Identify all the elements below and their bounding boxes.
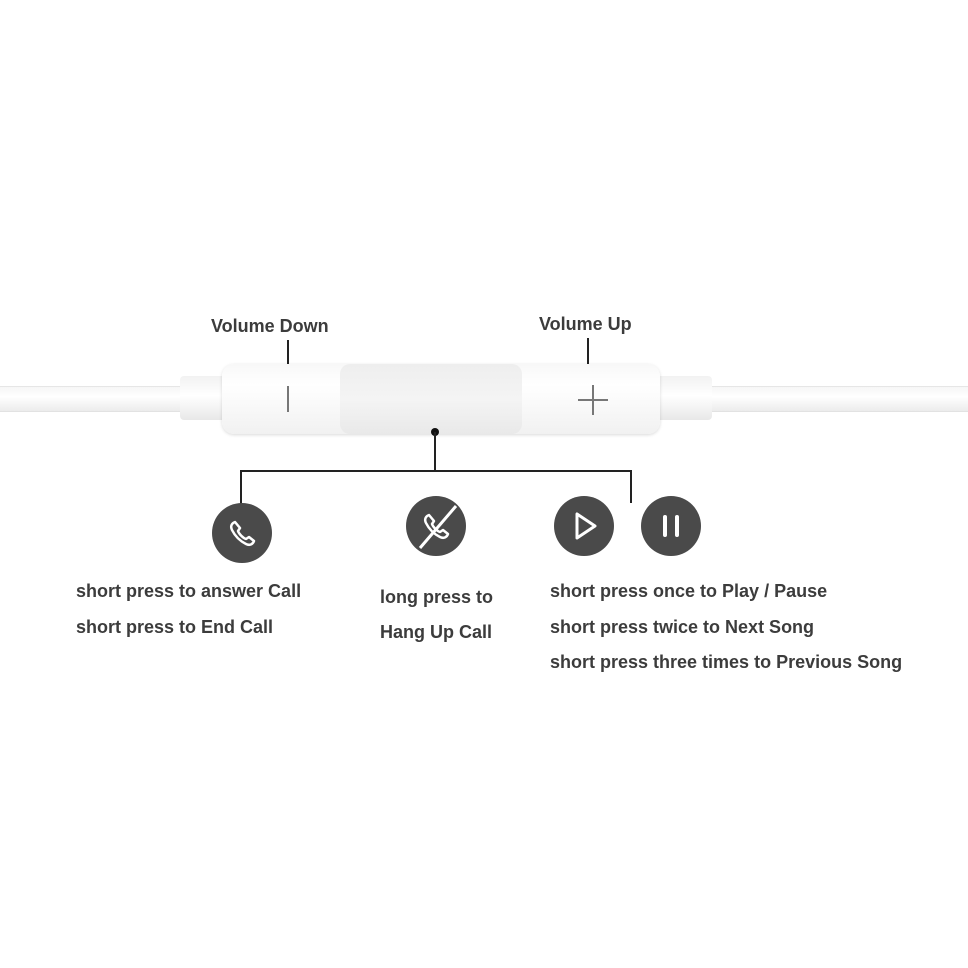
answer-call-text: short press to answer Call: [76, 581, 302, 601]
play-icon: [554, 496, 614, 556]
next-song-text: short press twice to Next Song: [550, 617, 815, 637]
left-connector: [180, 376, 226, 420]
plus-icon-vertical: [592, 385, 594, 415]
minus-icon[interactable]: [287, 386, 289, 412]
volume-down-pointer: [287, 340, 289, 364]
center-button[interactable]: [340, 364, 522, 434]
right-connector: [656, 376, 712, 420]
hangup-text-1: long press to: [380, 587, 494, 607]
hangup-text-2: Hang Up Call: [380, 622, 493, 642]
volume-up-pointer: [587, 338, 589, 364]
hang-up-icon: [406, 496, 466, 556]
end-call-text: short press to End Call: [76, 617, 274, 637]
volume-up-label: Volume Up: [539, 314, 632, 334]
phone-icon: [212, 503, 272, 563]
pause-icon: [641, 496, 701, 556]
volume-down-label: Volume Down: [211, 316, 329, 336]
previous-song-text: short press three times to Previous Song: [550, 652, 903, 672]
branch-left: [240, 470, 242, 506]
branch-right: [630, 470, 632, 503]
branch-line: [240, 470, 632, 472]
play-pause-text: short press once to Play / Pause: [550, 581, 828, 601]
center-pointer: [434, 432, 436, 472]
